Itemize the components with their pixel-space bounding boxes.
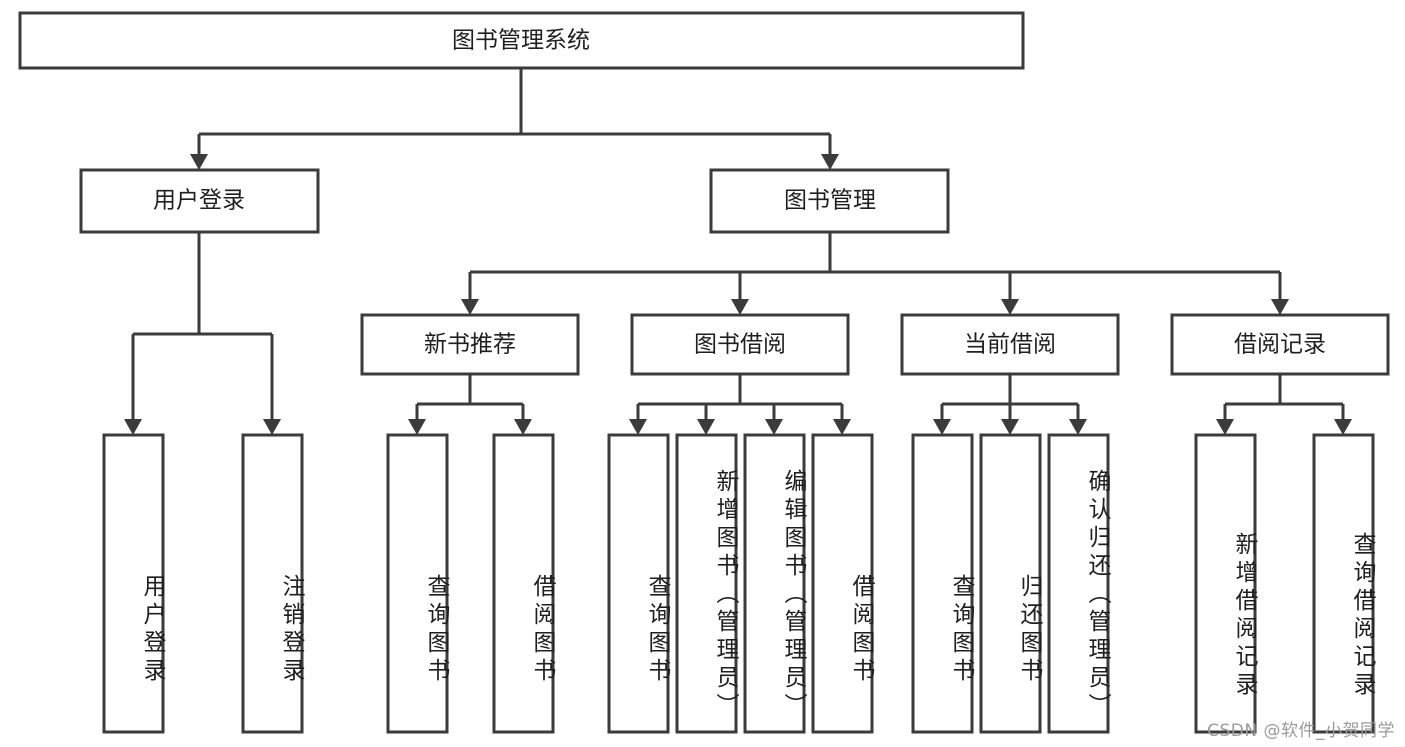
connector-borrow-record-to-leaves: [1216, 374, 1352, 435]
node-borrow-record-label: 借阅记录: [1234, 332, 1326, 358]
node-new-book-recommend[interactable]: 新书推荐: [360, 313, 580, 376]
node-new-book-recommend-label: 新书推荐: [424, 332, 516, 358]
node-leaf-query-record[interactable]: [1312, 433, 1375, 734]
node-book-management[interactable]: 图书管理: [709, 168, 950, 234]
node-leaf-query-book-2[interactable]: [607, 433, 670, 734]
node-user-login-label: 用户登录: [153, 188, 245, 214]
node-current-borrow-label: 当前借阅: [964, 332, 1056, 358]
connector-root-to-level1: [190, 68, 839, 170]
node-borrow-record[interactable]: 借阅记录: [1170, 313, 1390, 376]
node-leaf-return-book[interactable]: [979, 433, 1042, 734]
node-leaf-edit-book[interactable]: [743, 433, 806, 734]
node-book-management-label: 图书管理: [784, 188, 876, 214]
connector-new-book-recommend-to-leaves: [408, 374, 532, 435]
node-leaf-user-login[interactable]: [102, 433, 165, 734]
node-book-borrow-label: 图书借阅: [694, 332, 786, 358]
node-leaf-add-book[interactable]: [675, 433, 738, 734]
node-leaf-borrow-book-2[interactable]: [811, 433, 874, 734]
connector-user-login-to-leaves: [124, 232, 281, 435]
node-leaf-query-book-3[interactable]: [911, 433, 974, 734]
connector-book-management-to-level2: [461, 232, 1289, 315]
csdn-watermark: CSDN @软件_小贺同学: [1207, 721, 1395, 741]
node-leaf-borrow-book-1[interactable]: [492, 433, 555, 734]
node-current-borrow[interactable]: 当前借阅: [900, 313, 1120, 376]
node-leaf-query-book-1[interactable]: [386, 433, 449, 734]
node-root[interactable]: 图书管理系统: [18, 11, 1025, 70]
node-book-borrow[interactable]: 图书借阅: [630, 313, 850, 376]
node-root-label: 图书管理系统: [452, 28, 590, 54]
node-leaf-add-record[interactable]: [1194, 433, 1257, 734]
node-leaf-confirm-return[interactable]: [1047, 433, 1110, 734]
node-leaf-user-logout[interactable]: [241, 433, 304, 734]
connector-book-borrow-to-leaves: [629, 374, 851, 435]
connector-current-borrow-to-leaves: [933, 374, 1087, 435]
node-user-login[interactable]: 用户登录: [79, 168, 320, 234]
